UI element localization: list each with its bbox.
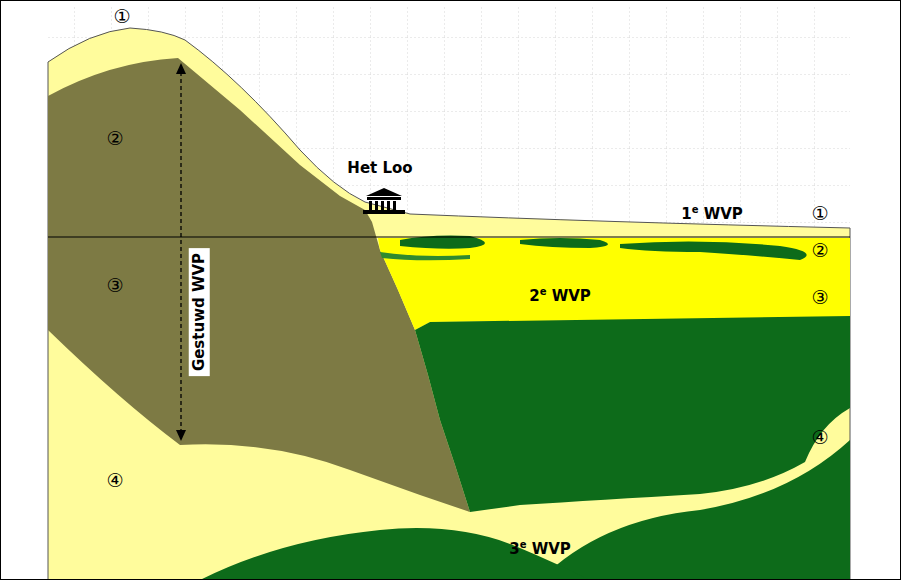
clay-layer	[540, 440, 850, 580]
callout-number: ①	[113, 6, 130, 27]
building-icon	[363, 188, 405, 214]
reference-line	[48, 237, 850, 238]
clay-lens	[380, 252, 470, 260]
clay-layer	[415, 316, 850, 512]
callout-number: ④	[811, 427, 828, 448]
clay-lens	[520, 238, 608, 248]
callout-number: ④	[106, 470, 123, 491]
arrowhead	[176, 430, 186, 441]
arrowhead	[176, 63, 186, 74]
dimension-label: Gestuwd WVP	[189, 248, 210, 376]
callout-number: ②	[106, 128, 123, 149]
callout-number: ③	[106, 275, 123, 296]
grid	[48, 6, 850, 580]
place-label: Het Loo	[347, 160, 412, 177]
clay-lens	[620, 241, 807, 260]
aquifer-label: 3e WVP	[509, 541, 571, 558]
clay-layer	[200, 528, 590, 580]
sand-layer	[48, 28, 850, 580]
aquifer-label: 2e WVP	[529, 288, 591, 305]
callout-number: ③	[811, 287, 828, 308]
aquifer-label: 1e WVP	[681, 206, 743, 223]
callout-number: ②	[811, 240, 828, 261]
callout-number: ①	[811, 203, 828, 224]
aquifer-2	[378, 238, 850, 330]
dimension-line	[180, 72, 181, 432]
